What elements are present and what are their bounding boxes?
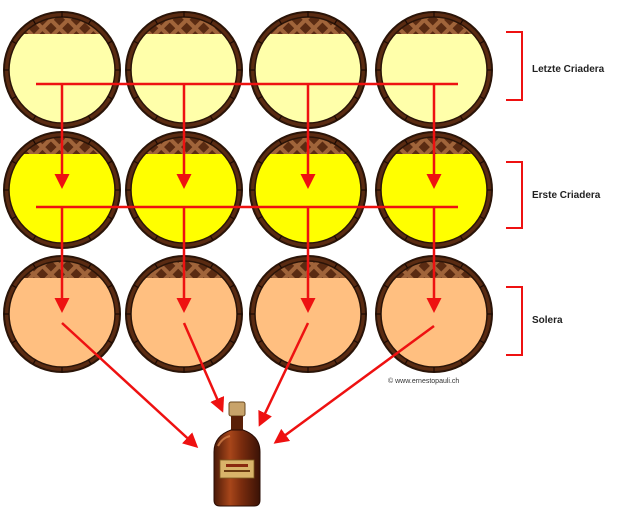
tier-brackets	[506, 31, 523, 356]
flow-arrows	[36, 82, 458, 449]
barrel-icon	[375, 11, 493, 129]
barrel-icon	[375, 131, 493, 249]
bottle-icon	[213, 401, 261, 507]
barrel-icon	[249, 255, 367, 373]
copyright-text: © www.ernestopauli.ch	[388, 377, 459, 385]
arrow-icon	[273, 324, 435, 444]
arrow-icon	[61, 322, 199, 449]
tier-label-erste-criadera: Erste Criadera	[532, 190, 601, 201]
tier-label-letzte-criadera: Letzte Criadera	[532, 64, 605, 75]
bracket-icon	[506, 161, 523, 229]
barrel-icon	[3, 11, 121, 129]
bracket-icon	[506, 286, 523, 356]
tier-labels: Letzte Criadera Erste Criadera Solera	[532, 64, 605, 326]
bracket-icon	[506, 31, 523, 101]
arrow-icon	[258, 322, 310, 427]
arrow-icon	[182, 322, 225, 413]
tier-label-solera: Solera	[532, 315, 563, 326]
